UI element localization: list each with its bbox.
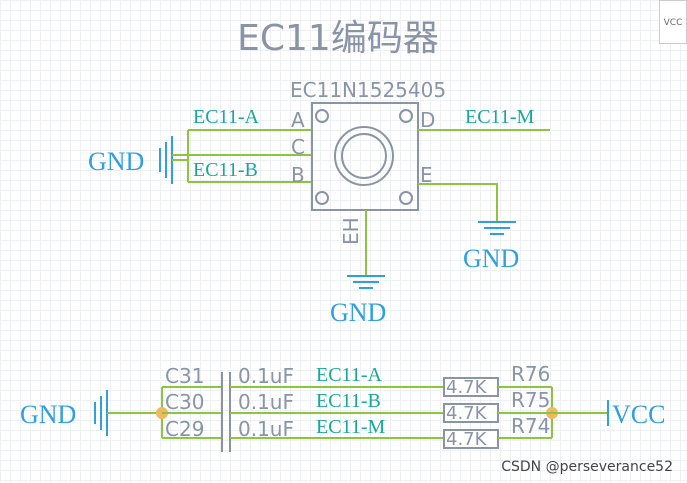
corner-label: VCC [663, 18, 683, 28]
gnd-label-left: GND [88, 147, 144, 176]
vcc-label: VCC [612, 400, 665, 429]
gnd-symbol-right [478, 221, 516, 235]
gnd-label-bottom: GND [330, 298, 386, 327]
res-ref-r74: R74 [511, 414, 550, 438]
gnd-symbol-bottom [347, 275, 385, 289]
cap-value-c29: 0.1uF [238, 417, 294, 441]
encoder-part-number: EC11N1525405 [290, 78, 446, 102]
cap-ref-c29: C29 [165, 417, 204, 441]
gnd-label-right: GND [463, 244, 519, 273]
filter-row-c29-r74 [162, 424, 552, 452]
filter-net-ec11-b: EC11-B [316, 390, 381, 412]
net-label-ec11-m: EC11-M [465, 106, 534, 128]
net-label-ec11-a: EC11-A [193, 106, 259, 128]
corner-panel[interactable]: VCC [659, 0, 687, 44]
res-ref-r75: R75 [511, 388, 550, 412]
cap-value-c31: 0.1uF [238, 364, 294, 388]
gnd-symbol-left [159, 136, 188, 184]
pin-label-b: B [291, 163, 305, 187]
filter-gnd-label: GND [20, 400, 76, 429]
filter-net-ec11-m: EC11-M [316, 416, 385, 438]
encoder-body [311, 102, 419, 211]
res-value-r75: 4.7K [446, 403, 488, 424]
pin-label-e: E [420, 163, 433, 187]
filter-net-ec11-a: EC11-A [316, 364, 382, 386]
cap-ref-c30: C30 [165, 390, 204, 414]
wire-pin-e [418, 183, 498, 222]
cap-ref-c31: C31 [165, 364, 204, 388]
pin-label-eh: EH [339, 217, 363, 245]
res-value-r74: 4.7K [446, 429, 488, 450]
pin-label-d: D [420, 108, 435, 132]
filter-row-c30-r75 [162, 398, 552, 426]
filter-gnd-symbol [94, 390, 108, 436]
net-label-ec11-b: EC11-B [193, 159, 258, 181]
res-value-r76: 4.7K [446, 377, 488, 398]
res-ref-r76: R76 [511, 362, 550, 386]
watermark: CSDN @perseverance52 [501, 459, 673, 475]
pin-label-c: C [291, 135, 305, 159]
pin-label-a: A [291, 108, 305, 132]
filter-row-c31-r76 [162, 372, 552, 400]
cap-value-c30: 0.1uF [238, 390, 294, 414]
diagram-title: EC11编码器 [237, 18, 439, 59]
